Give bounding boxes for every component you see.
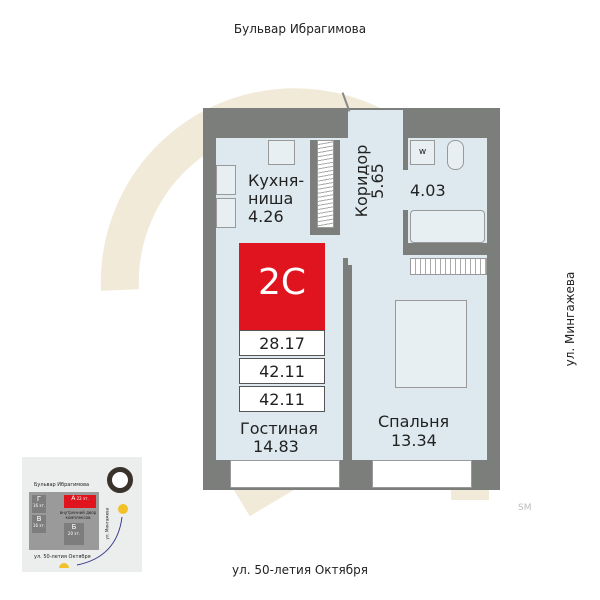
toilet-icon <box>447 140 464 170</box>
room-corridor <box>348 110 403 265</box>
sun-path-arrow <box>76 516 123 566</box>
total-area-value-2: 42.11 <box>239 386 325 412</box>
minimap-block-a: А 22 эт. <box>64 495 96 508</box>
minimap-courtyard: внутренний двор комплексов <box>59 510 97 520</box>
minimap-street-bottom: ул. 50-летия Октября <box>34 554 91 560</box>
minimap-street-top: Бульвар Ибрагимова <box>34 482 90 488</box>
street-bottom: ул. 50-летия Октября <box>231 563 368 577</box>
living-area: 14.83 <box>253 437 299 456</box>
sunset-icon <box>59 563 69 568</box>
window <box>372 460 472 488</box>
living-area-value: 28.17 <box>239 330 325 356</box>
window <box>230 460 340 488</box>
bathtub-icon <box>410 210 485 243</box>
bedroom-name: Спальня <box>378 412 450 431</box>
washer-icon: w <box>410 140 435 165</box>
wardrobe-icon <box>410 258 487 275</box>
watermark-text: SM <box>518 503 532 513</box>
living-name: Гостиная <box>240 419 318 438</box>
bed-icon <box>395 300 467 388</box>
kitchen-name: Кухня- ниша <box>248 171 305 208</box>
fan-icon <box>216 198 236 228</box>
minimap-compass <box>107 467 133 493</box>
street-right: ул. Мингажева <box>563 271 577 367</box>
stove-icon <box>268 140 295 165</box>
street-top: Бульвар Ибрагимова <box>233 22 367 36</box>
apartment-type-badge: 2С <box>239 243 325 330</box>
total-area-value: 42.11 <box>239 358 325 384</box>
sink-icon <box>216 165 236 195</box>
corridor-area: 5.65 <box>368 163 387 199</box>
kitchen-area: 4.26 <box>248 207 284 226</box>
bathroom-area: 4.03 <box>410 181 446 200</box>
sun-icon <box>118 504 128 514</box>
bedroom-area: 13.34 <box>391 431 437 450</box>
